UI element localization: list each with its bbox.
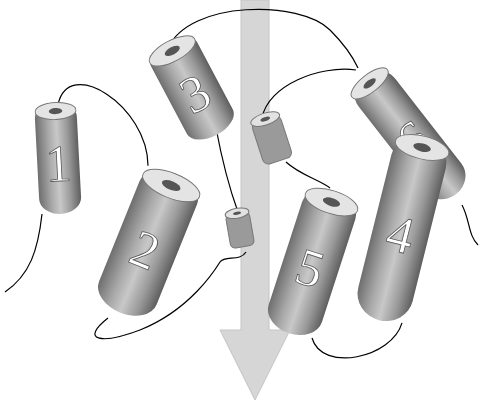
helix-cylinder: 5 [262, 182, 362, 342]
short-helix [224, 206, 254, 249]
helix-cap [138, 162, 205, 209]
helix-cap [301, 182, 362, 222]
helix-number: 4 [381, 206, 419, 263]
helix-cylinder: 3 [144, 29, 240, 147]
helix-cylinder: 1 [34, 101, 82, 215]
helix-cap [34, 101, 77, 121]
loop-line [462, 205, 478, 245]
loop-line [286, 162, 330, 188]
helix-number: 3 [171, 65, 218, 123]
helix-cylinder: 4 [352, 129, 452, 327]
loop-line [5, 214, 42, 292]
helix-number: 2 [123, 221, 167, 279]
short-helix [249, 109, 293, 166]
helix-number: 5 [289, 240, 330, 297]
helix-cap [346, 62, 394, 105]
loop-line [216, 128, 238, 212]
loop-line [262, 69, 356, 118]
loop-connector [312, 323, 402, 358]
helix-cap [392, 129, 452, 166]
direction-arrow [220, 0, 290, 400]
helix-number: 1 [44, 137, 73, 190]
